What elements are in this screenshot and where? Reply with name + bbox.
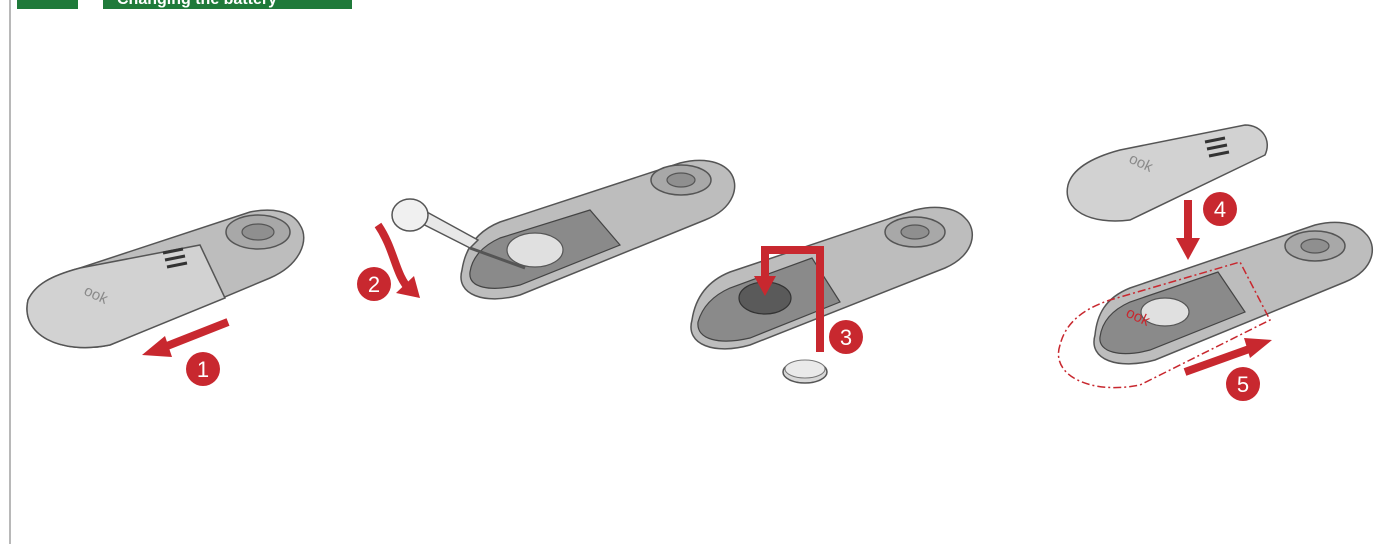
step2-arrow — [374, 222, 420, 298]
step4-arrow — [1176, 200, 1200, 260]
step1-badge: 1 — [186, 352, 220, 386]
step5-arrow — [1183, 338, 1272, 376]
step5-number: 5 — [1237, 372, 1249, 397]
left-frame-line — [9, 0, 11, 544]
step5-badge: 5 — [1226, 367, 1260, 401]
step3-number: 3 — [840, 325, 852, 350]
step4-cover-illustration: ook — [1066, 124, 1268, 222]
step2-device-illustration — [391, 159, 736, 300]
header-title-bar: Changing the battery — [103, 0, 352, 9]
step1-arrow — [142, 318, 230, 357]
step1-number: 1 — [197, 357, 209, 382]
step3-arrow — [754, 246, 824, 352]
step2-number: 2 — [368, 272, 380, 297]
step3-device-illustration — [690, 206, 974, 384]
step2-badge: 2 — [357, 267, 391, 301]
step5-device-illustration: ook — [1057, 221, 1374, 389]
step4-number: 4 — [1214, 197, 1226, 222]
header-title: Changing the battery — [103, 0, 352, 9]
step3-badge: 3 — [829, 320, 863, 354]
header-badge — [17, 0, 78, 9]
step1-device-illustration: ook — [26, 209, 305, 349]
step4-badge: 4 — [1203, 192, 1237, 226]
